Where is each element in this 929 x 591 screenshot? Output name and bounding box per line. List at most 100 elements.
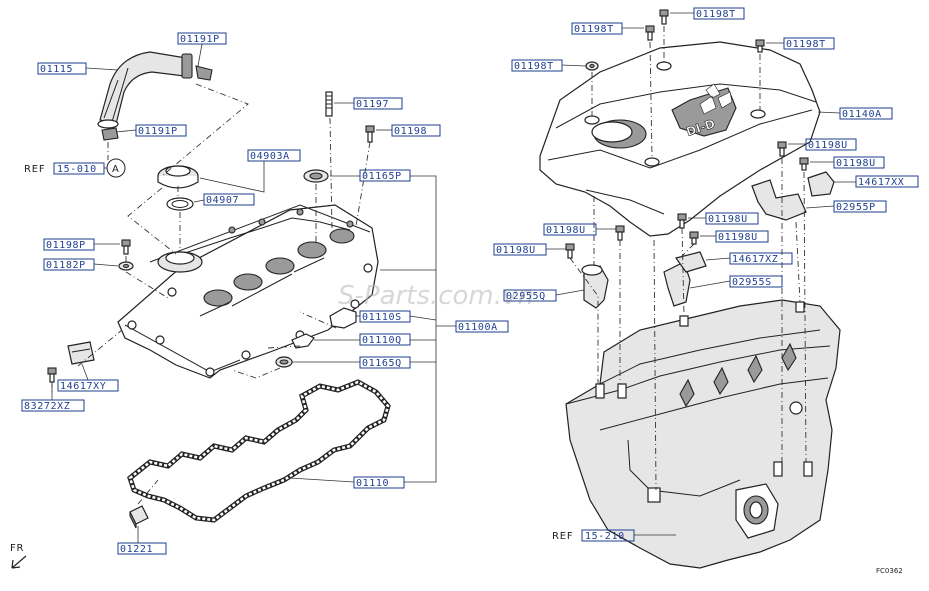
- label-01198T-a-text: 01198T: [696, 9, 736, 20]
- label-01110: 01110: [289, 476, 405, 489]
- label-14617XX: 14617XX: [834, 175, 919, 188]
- ref-word: REF: [24, 164, 45, 175]
- label-01191P-top-text: 01191P: [180, 34, 220, 45]
- label-01191P-mid: 01191P: [115, 124, 187, 137]
- spark-plug-holes: [203, 228, 355, 307]
- label-02955Q-text: 02955Q: [506, 291, 546, 302]
- label-83272XZ: 83272XZ: [21, 382, 85, 412]
- label-01198U-b-text: 01198U: [836, 158, 876, 169]
- breather-hose: [97, 51, 193, 129]
- bracket-02955Q: [581, 264, 609, 309]
- hose-clamp-top: [195, 65, 213, 81]
- bolt-01198: [365, 125, 375, 143]
- ref-15-010-text: 15-010: [57, 164, 97, 175]
- label-01182P: 01182P: [43, 258, 119, 271]
- label-01182P-text: 01182P: [46, 260, 86, 271]
- ref-15-210-text: 15-210: [585, 531, 625, 542]
- label-01198P-text: 01198P: [46, 240, 86, 251]
- label-01198U-f: 01198U: [493, 243, 566, 256]
- label-01165Q: 01165Q: [292, 356, 436, 369]
- label-01198U-e-text: 01198U: [718, 232, 758, 243]
- label-14617XZ: 14617XZ: [705, 252, 793, 265]
- hose-clamp-mid: [101, 127, 119, 141]
- rocker-cover-assembly: [117, 204, 379, 379]
- rocker-cover-gasket: [127, 379, 391, 523]
- label-01198U-b: 01198U: [810, 156, 885, 169]
- ref-word-2: REF: [552, 531, 573, 542]
- front-direction-indicator: FR: [10, 543, 27, 569]
- label-01221: 01221: [117, 526, 167, 555]
- label-01100A-text: 01100A: [458, 322, 498, 333]
- label-14617XX-text: 14617XX: [858, 177, 904, 188]
- label-01198U-d-text: 01198U: [546, 225, 586, 236]
- label-14617XZ-text: 14617XZ: [732, 254, 778, 265]
- label-01165Q-text: 01165Q: [362, 358, 402, 369]
- label-01198T-d: 01198T: [511, 59, 587, 72]
- label-01198-text: 01198: [394, 126, 427, 137]
- label-01191P-mid-text: 01191P: [138, 126, 178, 137]
- label-01115: 01115: [37, 62, 119, 75]
- plug-tube-seal-top: [303, 169, 329, 183]
- label-83272XZ-text: 83272XZ: [24, 401, 70, 412]
- engine-block: [565, 299, 841, 569]
- label-01198T-d-text: 01198T: [514, 61, 554, 72]
- label-01191P-top: 01191P: [177, 32, 227, 67]
- label-01165P: 01165P: [330, 169, 437, 483]
- label-14617XY: 14617XY: [57, 363, 119, 392]
- label-01140A: 01140A: [817, 107, 893, 120]
- label-04903A: 04903A: [199, 149, 301, 193]
- fr-label: FR: [10, 543, 24, 554]
- label-01110S-text: 01110S: [362, 312, 402, 323]
- label-01110Q: 01110Q: [314, 333, 436, 346]
- label-02955P: 02955P: [805, 200, 887, 213]
- label-04907: 04907: [193, 193, 255, 206]
- label-01198P: 01198P: [43, 238, 120, 251]
- label-01198T-a: 01198T: [670, 7, 745, 20]
- label-01197-text: 01197: [356, 99, 389, 110]
- stud-bolt: [325, 91, 333, 117]
- engine-cover: DI-D: [539, 41, 821, 237]
- rubber-pad-01221: [129, 505, 149, 529]
- label-01221-text: 01221: [120, 544, 153, 555]
- label-01198U-c: 01198U: [688, 212, 759, 225]
- label-01198T-b: 01198T: [571, 22, 644, 35]
- label-ref-15-210: REF 15-210: [552, 529, 676, 542]
- label-02955S: 02955S: [689, 275, 783, 289]
- label-02955Q: 02955Q: [503, 289, 585, 302]
- label-01198U-c-text: 01198U: [708, 214, 748, 225]
- label-01115-text: 01115: [40, 64, 73, 75]
- label-01198: 01198: [376, 124, 441, 137]
- label-01197: 01197: [334, 97, 403, 110]
- filler-cap-gasket: [166, 197, 194, 211]
- label-01198T-c: 01198T: [766, 37, 835, 50]
- label-02955P-text: 02955P: [836, 202, 876, 213]
- washer-01182P: [118, 261, 134, 271]
- label-01198T-c-text: 01198T: [786, 39, 826, 50]
- label-02955S-text: 02955S: [732, 277, 772, 288]
- bracket-02955P: [751, 179, 807, 221]
- label-01100A: 01100A: [380, 269, 509, 333]
- bolt-83272XZ: [47, 367, 57, 383]
- label-01110-text: 01110: [356, 478, 389, 489]
- label-01110Q-text: 01110Q: [362, 335, 402, 346]
- label-14617XY-text: 14617XY: [60, 381, 106, 392]
- label-01198U-f-text: 01198U: [496, 245, 536, 256]
- label-01140A-text: 01140A: [842, 109, 882, 120]
- label-01165P-text: 01165P: [362, 171, 402, 182]
- label-04907-text: 04907: [206, 195, 239, 206]
- bolt-01198P: [121, 239, 131, 255]
- bracket-14617XY: [67, 341, 95, 365]
- seal-01165Q: [275, 356, 293, 368]
- label-01198T-b-text: 01198T: [574, 24, 614, 35]
- figure-code: FC0362: [876, 567, 903, 575]
- ref-circle-a-letter: A: [112, 164, 120, 175]
- label-04903A-text: 04903A: [250, 151, 290, 162]
- label-01110S: 01110S: [356, 310, 437, 323]
- label-01198U-d: 01198U: [543, 223, 616, 236]
- label-ref-15-010: REF 15-010: [24, 162, 107, 175]
- label-01198U-a-text: 01198U: [808, 140, 848, 151]
- oil-filler-cap: [157, 165, 199, 189]
- label-01198U-e: 01198U: [700, 230, 769, 243]
- label-01198U-a: 01198U: [788, 138, 857, 151]
